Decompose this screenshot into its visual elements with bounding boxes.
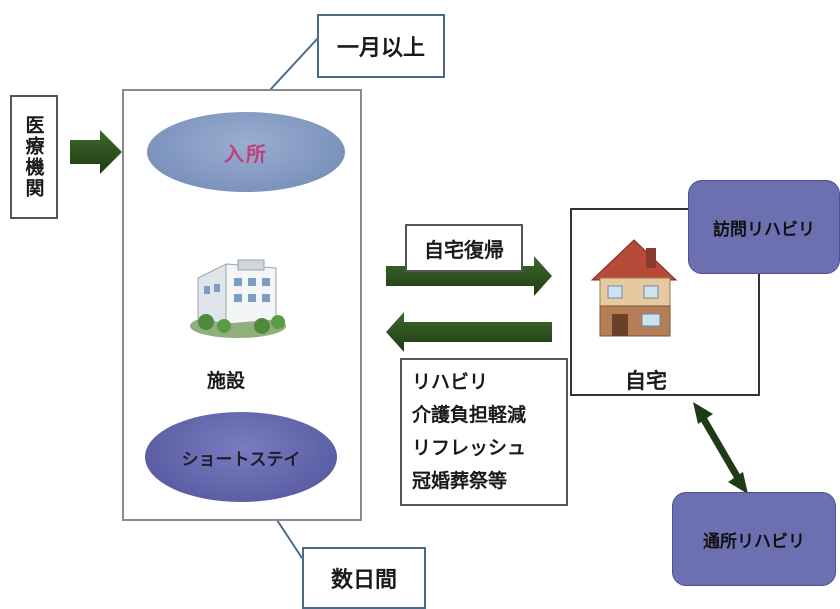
reason-item: リハビリ xyxy=(412,371,489,393)
duration-long-label: 一月以上 xyxy=(336,36,425,61)
short-stay-ellipse: ショートステイ xyxy=(145,412,337,502)
reason-item: 介護負担軽減 xyxy=(412,404,527,426)
to-facility-arrow xyxy=(386,312,552,352)
medical-to-facility-arrow xyxy=(70,130,122,174)
duration-short-label: 数日間 xyxy=(330,568,397,593)
facility-label: 施設 xyxy=(207,370,246,392)
house-icon xyxy=(590,239,678,337)
day-rehab-label: 通所リハビリ xyxy=(703,531,805,552)
home-label: 自宅 xyxy=(625,369,667,393)
short-stay-label: ショートステイ xyxy=(181,449,301,470)
visit-rehab-box: 訪問リハビリ xyxy=(688,180,840,274)
callout-bottom-connector xyxy=(274,516,303,559)
return-home-label: 自宅復帰 xyxy=(424,237,504,262)
admission-ellipse: 入所 xyxy=(147,112,345,192)
duration-short-callout: 数日間 xyxy=(302,547,426,609)
visit-rehab-label: 訪問リハビリ xyxy=(713,219,815,240)
medical-institution-box: 医療機関 xyxy=(10,95,58,219)
admission-label: 入所 xyxy=(224,141,268,166)
reason-item: 冠婚葬祭等 xyxy=(412,470,508,492)
reason-item: リフレッシュ xyxy=(412,437,527,459)
day-rehab-box: 通所リハビリ xyxy=(672,492,836,586)
facility-building-icon xyxy=(190,259,286,338)
short-stay-reasons-box: リハビリ 介護負担軽減 リフレッシュ 冠婚葬祭等 xyxy=(400,358,568,506)
home-dayrehab-double-arrow xyxy=(693,402,748,494)
medical-institution-label: 医療機関 xyxy=(22,115,45,199)
duration-long-callout: 一月以上 xyxy=(317,14,445,78)
return-home-box: 自宅復帰 xyxy=(405,224,523,272)
